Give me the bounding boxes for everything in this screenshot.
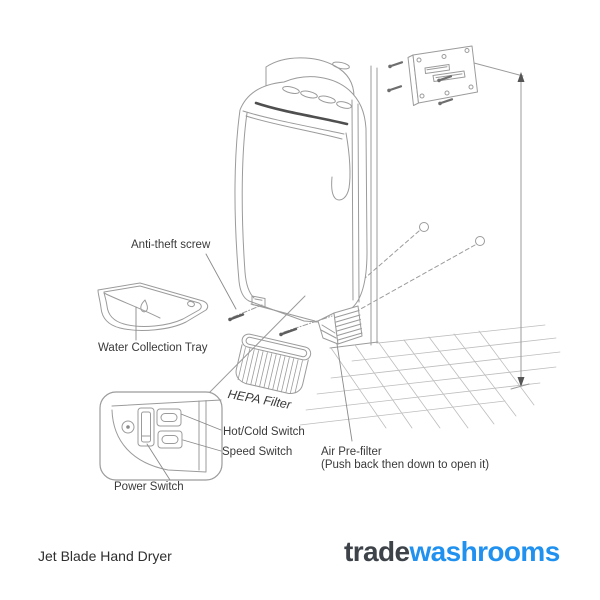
- mounting-screws-icon: [387, 61, 454, 106]
- mounting-plate: [407, 45, 478, 106]
- height-dimension-line: [473, 62, 530, 390]
- hand-dryer-body: [234, 57, 368, 323]
- label-speed-switch: Speed Switch: [222, 446, 293, 458]
- anti-theft-screw-icon: [228, 313, 298, 337]
- detail-callout: [99, 295, 306, 481]
- brand-logo-suffix: washrooms: [409, 536, 560, 567]
- label-power-switch: Power Switch: [114, 481, 184, 493]
- label-air-pre-filter: Air Pre-filter (Push back then down to o…: [321, 446, 489, 472]
- air-pre-filter-grille: [232, 304, 363, 345]
- water-collection-tray-drawing: [97, 282, 209, 331]
- air-pre-filter-note: (Push back then down to open it): [321, 459, 490, 471]
- wall-lines: [329, 65, 379, 349]
- control-panel-detail: [111, 399, 222, 473]
- label-hot-cold-switch: Hot/Cold Switch: [223, 426, 305, 438]
- hepa-filter-drawing: [235, 333, 312, 394]
- floor-grid: [299, 324, 561, 429]
- air-pre-filter-title: Air Pre-filter: [321, 446, 382, 458]
- label-anti-theft-screw: Anti-theft screw: [131, 239, 211, 251]
- label-water-collection-tray: Water Collection Tray: [98, 342, 208, 354]
- brand-logo-prefix: trade: [344, 536, 410, 567]
- product-title: Jet Blade Hand Dryer: [38, 548, 172, 564]
- brand-logo: tradewashrooms: [344, 536, 560, 568]
- leader-lines: [135, 253, 353, 481]
